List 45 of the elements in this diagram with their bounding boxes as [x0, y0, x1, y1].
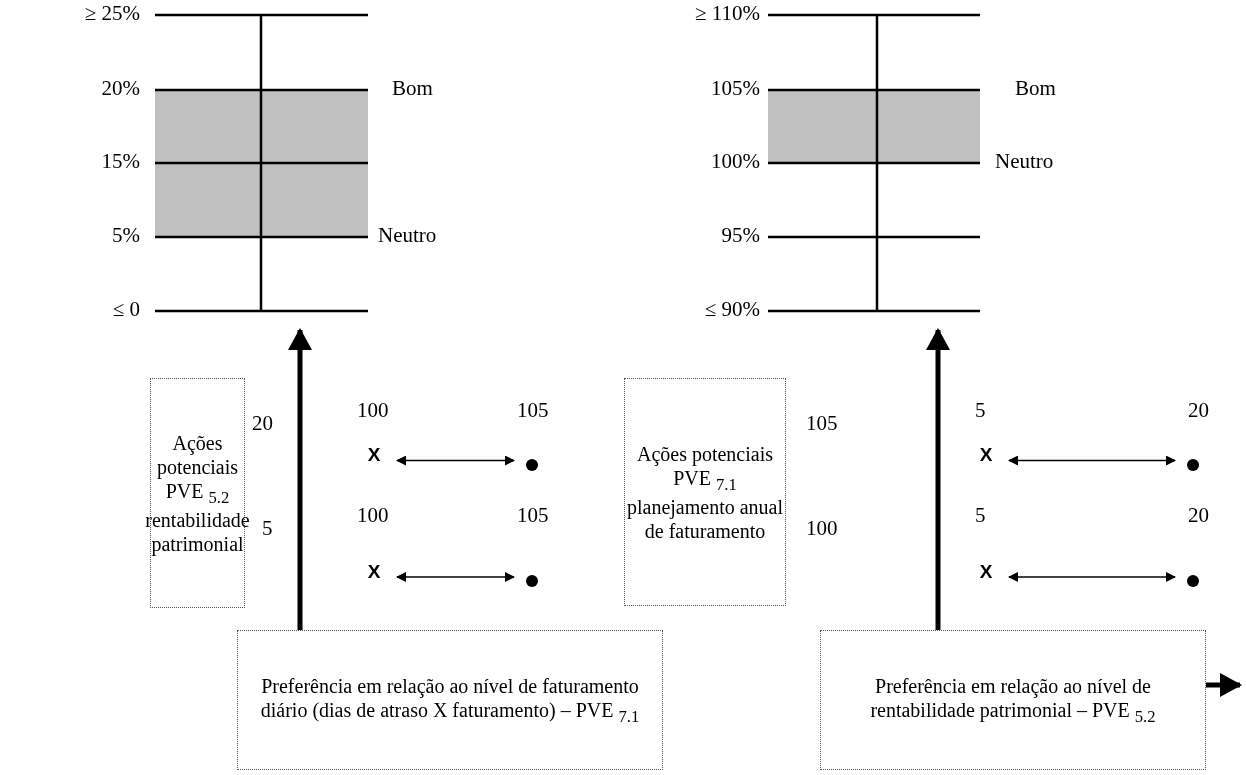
dot-marker [526, 575, 538, 587]
box-text: Preferência em relação ao nível de rentabilidade patrimonial – PVE $_{5.2}$ [869, 673, 1157, 727]
value-label: 100 [357, 398, 389, 423]
value-label: 5 [975, 503, 986, 528]
axis-value: 20 [252, 411, 273, 436]
cross-mark: X [365, 443, 383, 465]
double-arrow [396, 455, 515, 466]
box-text: Preferência em relação ao nível de faturamento diário (dias de atraso X faturamento) – PVE $_{7.1}$ [259, 673, 641, 727]
tick-label: 100% [711, 149, 760, 174]
cross-mark: X [977, 443, 995, 465]
double-arrow [1008, 572, 1176, 582]
value-label: 105 [517, 503, 549, 528]
value-label: 100 [357, 503, 389, 528]
text-box [624, 378, 786, 606]
tick-label: ≥ 110% [695, 1, 760, 26]
tick-label: 20% [101, 76, 140, 101]
tick-label: 105% [711, 76, 760, 101]
value-label: 20 [1188, 398, 1209, 423]
zone-label: Neutro [995, 149, 1054, 174]
tick-label: ≥ 25% [84, 1, 140, 26]
tick-label: 95% [721, 223, 760, 248]
box-text: Ações potenciais PVE $_{5.2}$ rentabilidade patrimonial [145, 430, 250, 556]
value-label: 5 [975, 398, 986, 423]
value-label: 105 [517, 398, 549, 423]
axis-value: 105 [806, 411, 838, 436]
tick-label: ≤ 90% [704, 297, 760, 322]
cross-mark: X [365, 560, 383, 582]
axis-value: 5 [262, 516, 273, 541]
zone-label: Bom [392, 76, 433, 101]
value-label: 20 [1188, 503, 1209, 528]
text-box [237, 630, 663, 770]
dot-marker [526, 459, 538, 471]
tick-label: 15% [101, 149, 140, 174]
tick-label: ≤ 0 [112, 297, 140, 322]
cross-mark: X [977, 560, 995, 582]
zone-label: Neutro [378, 223, 437, 248]
box-text: Ações potenciais PVE $_{7.1}$ planejamento anual de faturamento [626, 441, 784, 543]
double-arrow [396, 572, 515, 582]
zone-label: Bom [1015, 76, 1056, 101]
axis-value: 100 [806, 516, 838, 541]
dot-marker [1187, 575, 1199, 587]
tick-label: 5% [112, 223, 140, 248]
dot-marker [1187, 459, 1199, 471]
text-box [820, 630, 1206, 770]
double-arrow [1008, 455, 1176, 466]
